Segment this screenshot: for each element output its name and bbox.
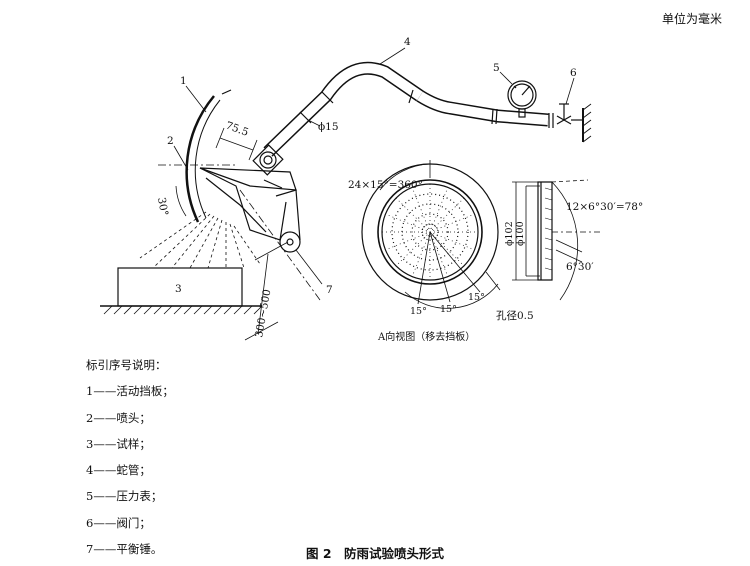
specimen (100, 267, 263, 315)
angle-15-a: 15° (410, 306, 427, 317)
view-a-caption: A向视图（移去挡板） (377, 330, 475, 343)
nozzle-assembly (199, 144, 301, 253)
pressure-gauge (507, 80, 537, 118)
angle-15-b: 15° (440, 304, 457, 315)
angle-15-c: 15° (468, 292, 485, 303)
nozzle-side-view (512, 179, 602, 301)
unit-note: 单位为毫米 (661, 12, 722, 26)
figure-caption: 图 2 防雨试验喷头形式 (305, 546, 445, 561)
legend-item: 2——喷头； (86, 410, 151, 425)
callout-6: 6 (570, 67, 577, 79)
dim-phi15: ϕ15 (318, 121, 339, 133)
valve (556, 103, 592, 143)
dim-75-5: 75.5 (224, 120, 250, 139)
dim-phi100: ϕ100 (515, 221, 526, 246)
legend-item: 3——试样； (86, 436, 151, 451)
dim-300-500: 300~500 (253, 288, 273, 338)
dimension-300-500 (244, 241, 289, 341)
callout-7: 7 (326, 284, 333, 296)
legend-item: 4——蛇管； (86, 463, 151, 478)
legend-item: 7——平衡锤。 (86, 542, 163, 557)
spray-lines (139, 211, 261, 269)
nozzle-face-view (361, 160, 501, 309)
holes-ring-label: 24×15°=360° (348, 179, 423, 191)
legend-item: 1——活动挡板； (86, 384, 174, 399)
callout-4: 4 (404, 36, 411, 48)
arc-6-30: 6°30′ (566, 261, 594, 273)
callout-1: 1 (180, 75, 187, 87)
legend: 标引序号说明： 1——活动挡板； 2——喷头； 3——试样； 4——蛇管； 5—… (86, 352, 174, 562)
legend-item: 6——阀门； (86, 515, 151, 530)
angle-30: 30° (155, 196, 170, 216)
hole-diameter: 孔径0.5 (496, 309, 534, 322)
callout-5: 5 (493, 62, 500, 74)
movable-baffle (185, 89, 232, 223)
dim-phi102: ϕ102 (504, 221, 515, 246)
callout-2: 2 (167, 135, 174, 147)
snake-pipe (263, 61, 554, 157)
legend-item: 5——压力表； (86, 489, 163, 504)
legend-title: 标引序号说明： (86, 358, 167, 372)
leader-lines (173, 47, 575, 285)
callout-3: 3 (175, 283, 182, 295)
arc-12x: 12×6°30′=78° (566, 201, 643, 213)
